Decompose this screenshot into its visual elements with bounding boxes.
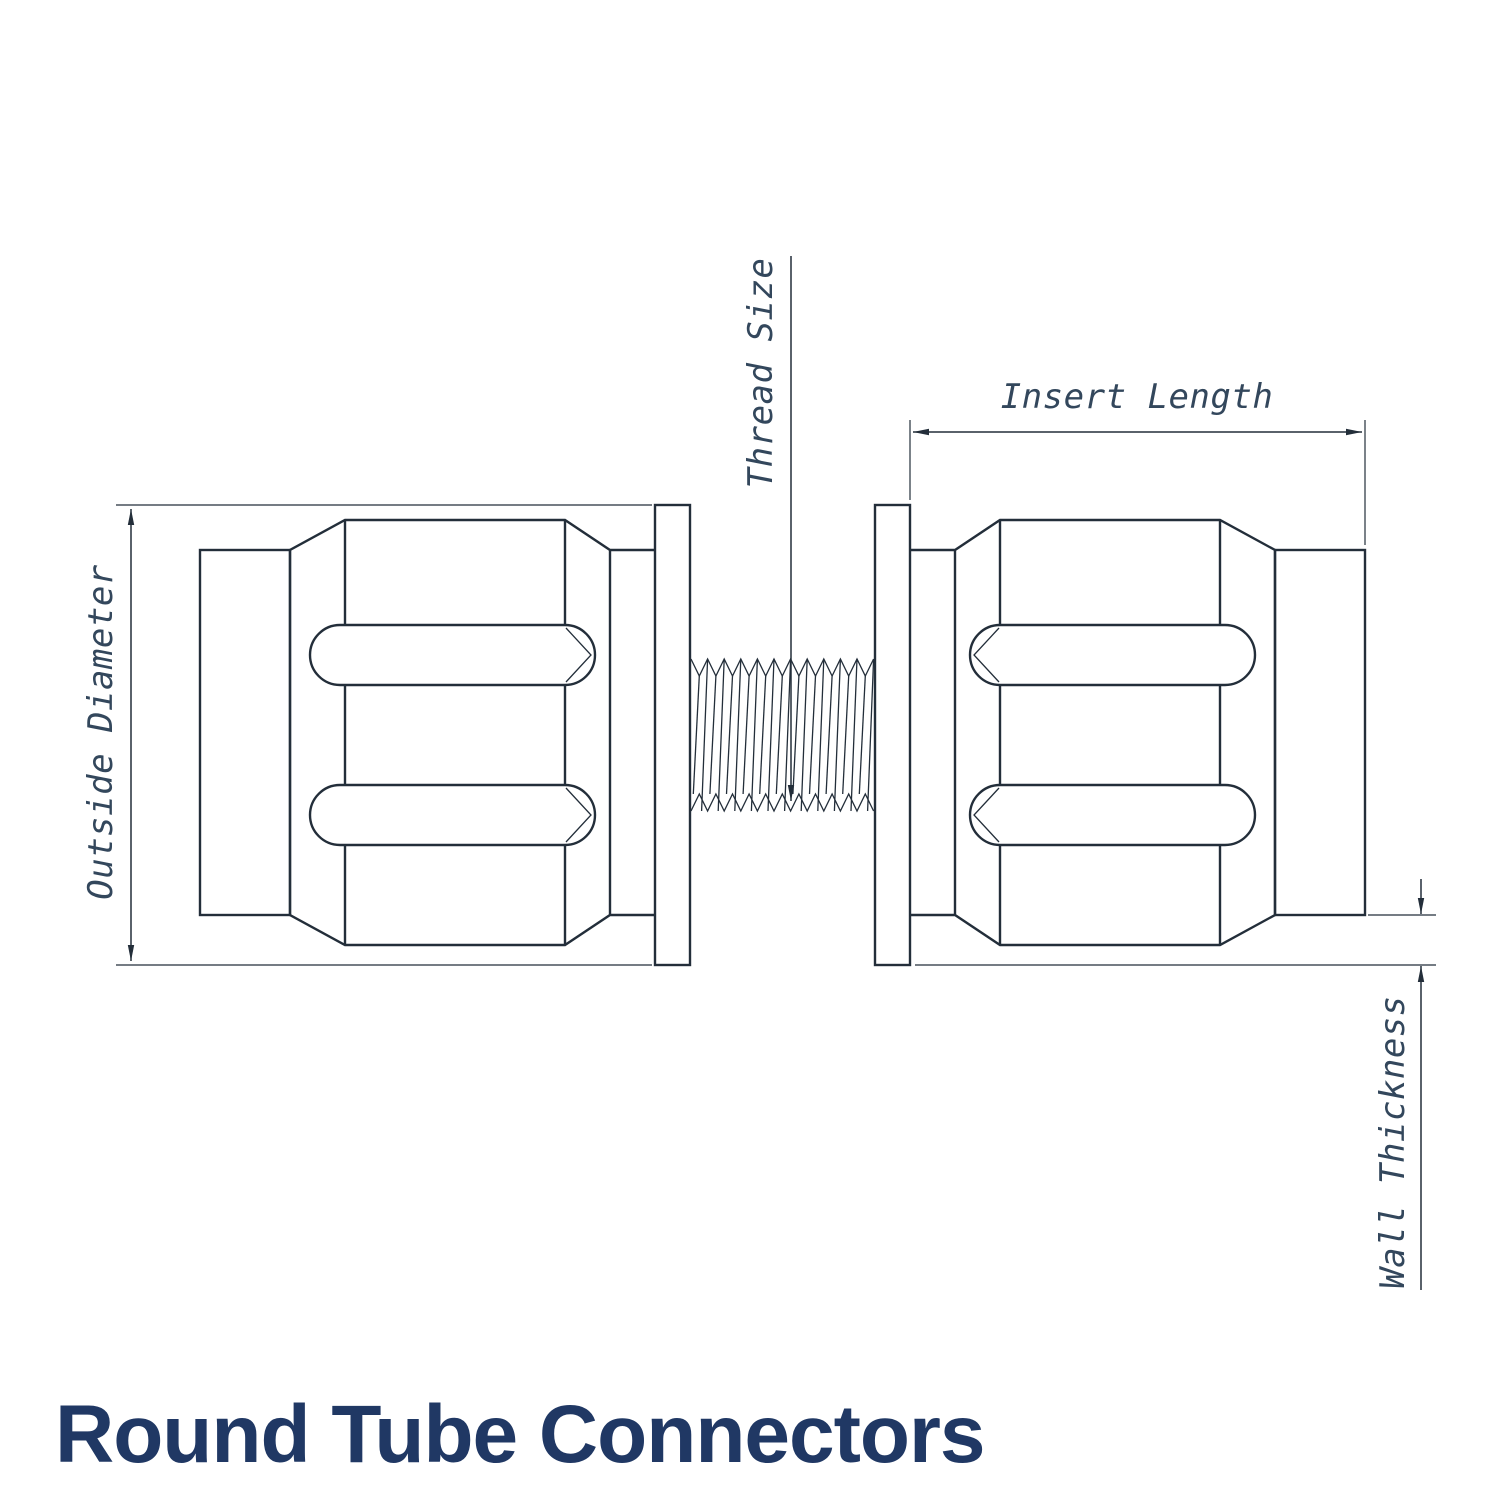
right-connector	[873, 503, 1367, 967]
left-slot-bottom	[308, 783, 597, 847]
right-body-outline	[910, 518, 1277, 947]
left-end-cap	[198, 548, 292, 917]
right-slot-top	[968, 623, 1257, 687]
left-slot-top	[308, 623, 597, 687]
dim-insert-length: Insert Length	[909, 377, 1366, 545]
label-insert-length: Insert Length	[1001, 377, 1274, 417]
right-flange	[873, 503, 912, 967]
label-wall-thickness: Wall Thickness	[1373, 995, 1413, 1289]
dim-wall-thickness: Wall Thickness	[915, 879, 1436, 1290]
label-thread-size: Thread Size	[741, 258, 781, 489]
left-connector	[198, 503, 692, 967]
label-outside-diameter: Outside Diameter	[81, 564, 121, 900]
right-slot-bottom	[968, 783, 1257, 847]
page-title: Round Tube Connectors	[55, 1389, 985, 1480]
dim-outside-diameter: Outside Diameter	[81, 504, 652, 966]
right-end-cap	[1273, 548, 1367, 917]
right-slot-top-crimp-icon	[973, 627, 1000, 683]
threaded-stud	[690, 657, 875, 813]
right-slot-bottom-crimp-icon	[973, 787, 1000, 843]
dim-thread-size: Thread Size	[741, 256, 795, 801]
left-slot-top-crimp-icon	[565, 627, 592, 683]
left-body-outline	[288, 518, 655, 947]
left-flange	[653, 503, 692, 967]
left-slot-bottom-crimp-icon	[565, 787, 592, 843]
